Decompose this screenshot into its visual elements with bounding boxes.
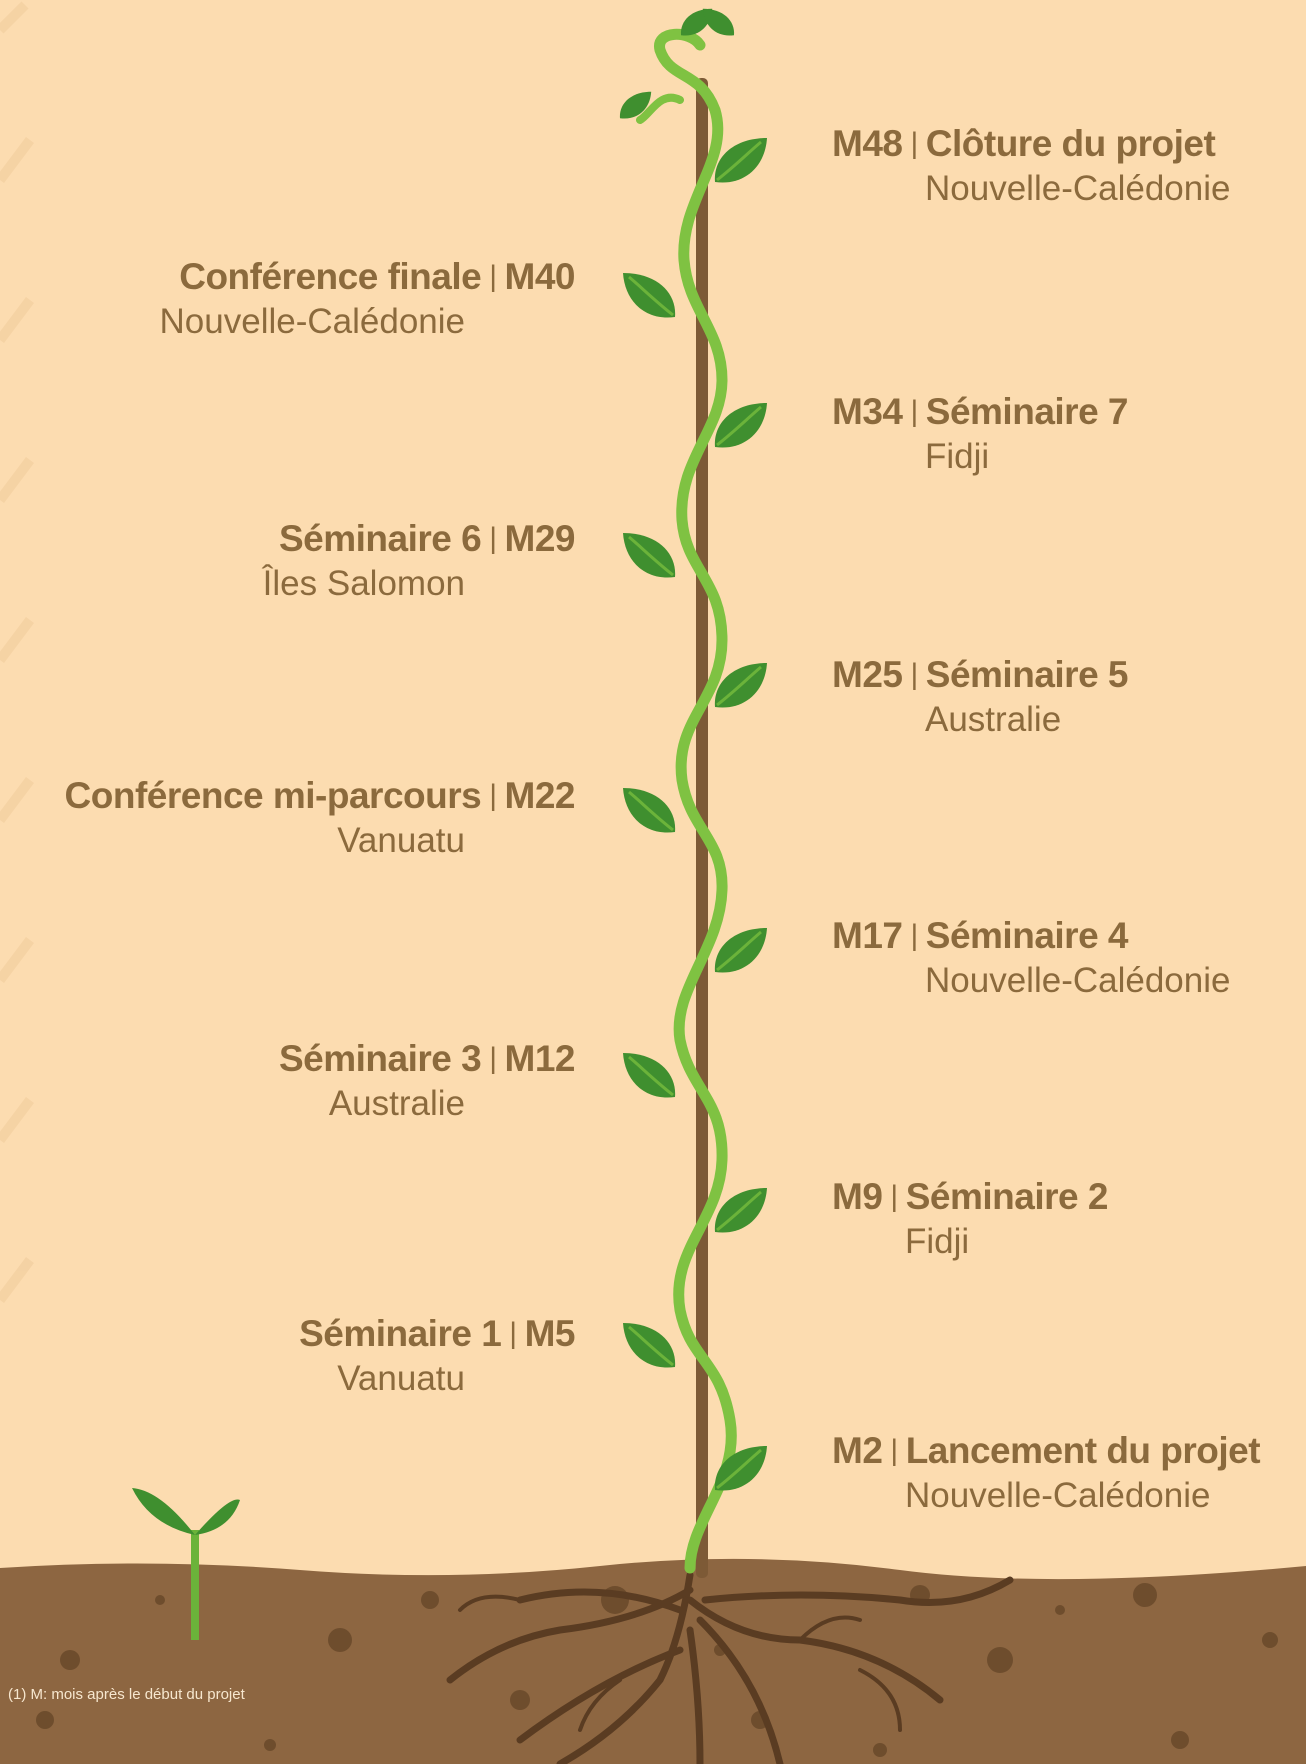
vine-branch <box>636 93 684 124</box>
milestone-heading: Séminaire 3|M12 <box>278 1038 576 1079</box>
footnote: (1) M: mois après le début du projet <box>8 1686 245 1703</box>
milestone-m25: M25|Séminaire 5 Australie <box>832 654 1129 739</box>
leaf-icon <box>714 928 767 973</box>
milestone-title: Séminaire 4 <box>925 915 1129 956</box>
soil-pebbles <box>36 1583 1278 1757</box>
milestone-m17: M17|Séminaire 4 Nouvelle-Calédonie <box>832 917 1230 998</box>
leaf-icon <box>714 663 767 708</box>
milestone-separator: | <box>890 1434 898 1467</box>
leaf-icon <box>623 273 676 318</box>
milestone-title: Séminaire 2 <box>905 1176 1109 1217</box>
milestone-place: Vanuatu <box>337 821 465 860</box>
milestone-title: Séminaire 1 <box>299 1313 502 1354</box>
milestone-heading: M48|Clôture du projet <box>832 125 1230 162</box>
leaf-icon <box>619 91 652 119</box>
milestone-heading: M9|Séminaire 2 <box>832 1178 1108 1215</box>
milestone-month: M9 <box>832 1176 883 1217</box>
milestone-month: M22 <box>504 775 576 816</box>
leaf-icon <box>623 788 676 833</box>
milestone-month: M48 <box>832 123 903 164</box>
milestone-separator: | <box>509 1317 517 1350</box>
milestone-place: Vanuatu <box>337 1359 465 1398</box>
milestone-separator: | <box>910 658 918 691</box>
milestone-separator: | <box>489 779 497 812</box>
milestone-title: Conférence mi-parcours <box>64 775 482 816</box>
milestone-separator: | <box>489 522 497 555</box>
leaf-icon <box>714 1188 767 1233</box>
milestone-title: Séminaire 5 <box>925 654 1129 695</box>
leaf-icon <box>623 1053 676 1098</box>
leaf-icon <box>714 403 767 448</box>
milestone-heading: Séminaire 6|M29 <box>263 518 576 559</box>
milestone-month: M5 <box>524 1313 576 1354</box>
milestone-separator: | <box>910 127 918 160</box>
milestone-place: Nouvelle-Calédonie <box>159 302 465 341</box>
milestone-place: Fidji <box>905 1222 970 1261</box>
leaf-icon <box>714 1446 767 1491</box>
milestone-month: M29 <box>504 518 576 559</box>
milestone-place: Nouvelle-Calédonie <box>925 961 1231 1000</box>
milestone-heading: M2|Lancement du projet <box>832 1430 1261 1471</box>
milestone-heading: Conférence finale|M40 <box>160 258 575 295</box>
milestone-separator: | <box>489 260 497 293</box>
root-icon <box>446 1571 1014 1764</box>
milestone-month: M12 <box>504 1038 576 1079</box>
milestone-title: Séminaire 7 <box>925 391 1129 432</box>
milestone-title: Séminaire 3 <box>278 1038 482 1079</box>
leaf-icon <box>702 8 735 36</box>
milestone-separator: | <box>489 1042 497 1075</box>
milestone-month: M40 <box>504 256 576 297</box>
milestone-heading: Séminaire 1|M5 <box>299 1315 575 1352</box>
milestone-separator: | <box>910 395 918 428</box>
milestone-separator: | <box>910 919 918 952</box>
left-edge-pattern <box>0 1 34 1303</box>
milestone-month: M2 <box>832 1430 883 1471</box>
milestone-place: Nouvelle-Calédonie <box>905 1476 1211 1515</box>
milestone-place: Fidji <box>925 437 990 476</box>
leaf-icon <box>623 1323 676 1368</box>
leaf-icon <box>623 533 676 578</box>
milestone-m34: M34|Séminaire 7 Fidji <box>832 391 1129 476</box>
milestone-place: Nouvelle-Calédonie <box>925 169 1231 208</box>
milestone-title: Conférence finale <box>179 256 482 297</box>
vine-icon <box>654 28 737 1574</box>
leaf-icon <box>714 138 767 183</box>
milestone-place: Australie <box>328 1084 465 1123</box>
milestone-separator: | <box>890 1180 898 1213</box>
milestone-place: Australie <box>925 700 1062 739</box>
leaves-group <box>619 8 767 1491</box>
milestone-heading: M17|Séminaire 4 <box>832 917 1230 954</box>
milestone-m9: M9|Séminaire 2 Fidji <box>832 1178 1108 1259</box>
milestone-heading: M25|Séminaire 5 <box>832 654 1129 695</box>
milestone-heading: M34|Séminaire 7 <box>832 391 1129 432</box>
sprout-icon <box>132 1488 240 1640</box>
milestone-title: Séminaire 6 <box>278 518 482 559</box>
milestone-month: M34 <box>832 391 903 432</box>
milestone-heading: Conférence mi-parcours|M22 <box>64 775 576 816</box>
milestone-place: Îles Salomon <box>262 564 465 603</box>
milestone-title: Clôture du projet <box>925 123 1216 164</box>
milestone-title: Lancement du projet <box>905 1430 1261 1471</box>
milestone-month: M17 <box>832 915 903 956</box>
milestone-month: M25 <box>832 654 903 695</box>
